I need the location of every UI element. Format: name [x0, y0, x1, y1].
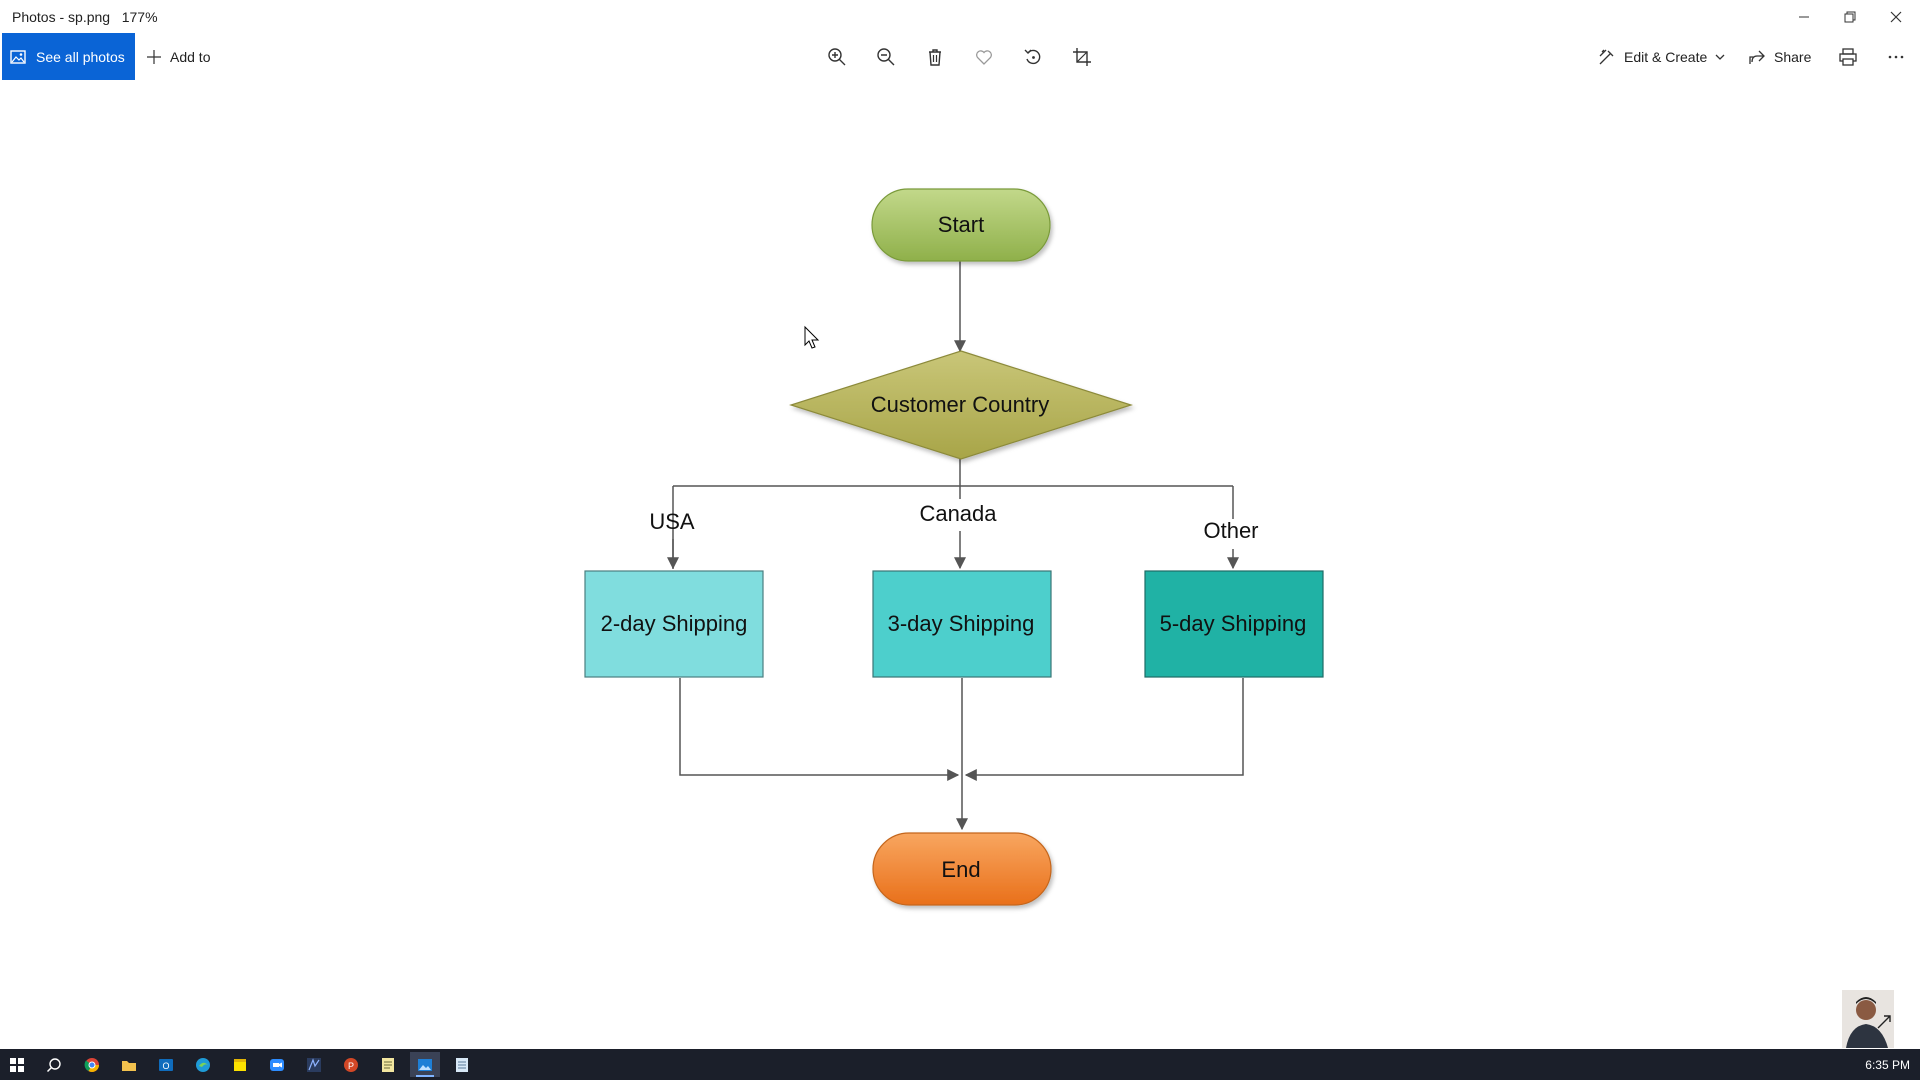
edge-icon: [196, 1057, 210, 1072]
taskbar-powerpoint[interactable]: P: [336, 1052, 366, 1077]
connector-other-to-end: [964, 678, 1244, 781]
rotate-button[interactable]: [1018, 42, 1048, 72]
favorite-button[interactable]: [969, 42, 999, 72]
sticky-notes-icon: [234, 1058, 246, 1071]
start-node: Start: [871, 188, 1051, 262]
branch-label-other: Other: [1203, 518, 1258, 543]
see-all-photos-label: See all photos: [36, 48, 125, 65]
taskbar-outlook[interactable]: O: [151, 1052, 181, 1077]
taskbar-chrome[interactable]: [77, 1052, 107, 1077]
taskbar-app[interactable]: [299, 1052, 329, 1077]
zoom-app-icon: [270, 1058, 284, 1071]
more-icon: [1888, 55, 1904, 59]
folder-icon: [122, 1060, 136, 1071]
restore-button[interactable]: [1827, 0, 1873, 33]
toolbar: See all photos Add to Edit & Create: [0, 33, 1920, 81]
connectors: [667, 261, 1244, 831]
taskbar-notes[interactable]: [447, 1052, 477, 1077]
more-options-button[interactable]: [1881, 42, 1911, 72]
image-canvas[interactable]: Start Customer Country USA Canada Other …: [0, 81, 1920, 1049]
decision-node: Customer Country: [789, 350, 1133, 460]
zoom-in-icon: [828, 48, 846, 66]
edit-create-button[interactable]: Edit & Create: [1598, 33, 1725, 80]
end-node: End: [872, 832, 1052, 906]
branch-label-canada: Canada: [919, 501, 997, 526]
share-icon: [1748, 48, 1766, 66]
taskbar-search[interactable]: [39, 1052, 69, 1077]
zoom-in-button[interactable]: [822, 42, 852, 72]
svg-text:P: P: [348, 1061, 354, 1071]
minimize-icon: [1799, 16, 1809, 17]
rotate-icon: [1024, 49, 1041, 65]
edit-create-label: Edit & Create: [1624, 48, 1708, 65]
chevron-down-icon: [1715, 52, 1725, 62]
delete-button[interactable]: [920, 42, 950, 72]
box-5day-label: 5-day Shipping: [1160, 611, 1307, 636]
edit-create-icon: [1598, 48, 1616, 66]
minimize-button[interactable]: [1781, 0, 1827, 33]
windows-icon: [10, 1057, 24, 1072]
zoom-out-icon: [877, 48, 895, 66]
chrome-icon: [84, 1057, 99, 1072]
window-title: Photos - sp.png 177%: [12, 9, 158, 25]
print-button[interactable]: [1833, 42, 1863, 72]
crop-icon: [1073, 48, 1091, 66]
trash-icon: [929, 49, 941, 66]
notepad-icon: [382, 1057, 394, 1072]
box-3day-label: 3-day Shipping: [888, 611, 1035, 636]
box-2day: 2-day Shipping: [584, 570, 764, 678]
box-5day: 5-day Shipping: [1144, 570, 1324, 678]
taskbar-edge[interactable]: [188, 1052, 218, 1077]
add-to-button[interactable]: Add to: [146, 33, 210, 80]
title-bar: Photos - sp.png 177%: [0, 0, 1920, 33]
taskbar-clock[interactable]: 6:35 PM: [1865, 1058, 1910, 1072]
taskbar-photos[interactable]: [410, 1052, 440, 1077]
share-label: Share: [1774, 48, 1812, 65]
zoom-level: 177%: [121, 9, 158, 25]
heart-icon: [976, 50, 992, 65]
branch-label-usa: USA: [649, 509, 695, 534]
webcam-overlay[interactable]: [1842, 990, 1894, 1048]
see-all-photos-button[interactable]: See all photos: [2, 33, 135, 80]
crop-button[interactable]: [1067, 42, 1097, 72]
person-avatar-icon: [1842, 990, 1894, 1048]
window-title-text: Photos - sp.png: [12, 9, 111, 25]
app-icon: [307, 1057, 321, 1072]
end-label: End: [941, 857, 980, 882]
start-label: Start: [938, 212, 984, 237]
box-2day-label: 2-day Shipping: [601, 611, 748, 636]
taskbar-zoom[interactable]: [262, 1052, 292, 1077]
box-3day: 3-day Shipping: [872, 570, 1052, 678]
close-icon: [1890, 11, 1902, 22]
taskbar-file-explorer[interactable]: [114, 1052, 144, 1077]
close-button[interactable]: [1873, 0, 1919, 33]
plus-icon: [146, 49, 162, 65]
svg-text:O: O: [162, 1061, 169, 1071]
mouse-cursor-icon: [804, 325, 820, 349]
flowchart: Start Customer Country USA Canada Other …: [584, 188, 1324, 906]
print-icon: [1839, 48, 1857, 66]
taskbar-sticky-notes[interactable]: [225, 1052, 255, 1077]
photos-app-icon: [418, 1058, 432, 1071]
search-icon: [46, 1057, 61, 1072]
outlook-icon: O: [159, 1058, 173, 1071]
taskbar: O P 6:35 PM: [0, 1049, 1920, 1080]
zoom-out-button[interactable]: [871, 42, 901, 72]
powerpoint-icon: P: [344, 1057, 358, 1072]
start-button[interactable]: [2, 1052, 32, 1077]
decision-label: Customer Country: [871, 392, 1050, 417]
restore-icon: [1844, 11, 1856, 22]
share-button[interactable]: Share: [1748, 33, 1811, 80]
add-to-label: Add to: [170, 48, 211, 65]
notes-icon: [456, 1057, 468, 1072]
photos-icon: [10, 49, 26, 65]
connector-usa-to-end: [679, 678, 960, 781]
taskbar-notepad[interactable]: [373, 1052, 403, 1077]
